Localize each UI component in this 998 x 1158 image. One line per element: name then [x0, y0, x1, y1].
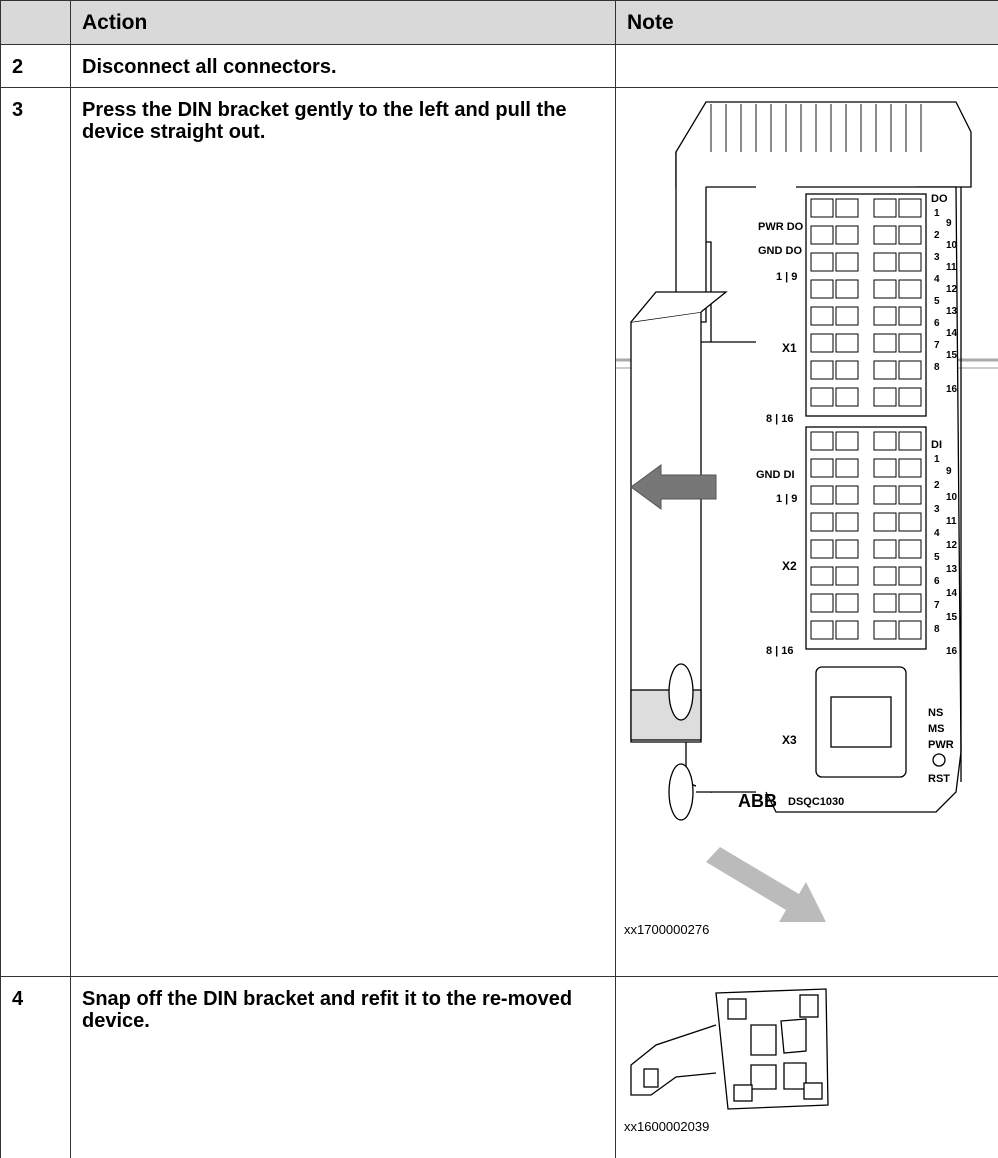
step-number: 4: [1, 977, 71, 1158]
action-text: Snap off the DIN bracket and refit it to…: [71, 977, 616, 1158]
label-gnd-di: GND DI: [756, 469, 795, 481]
svg-text:10: 10: [946, 492, 958, 503]
action-text: Disconnect all connectors.: [71, 45, 616, 88]
table-row: 3 Press the DIN bracket gently to the le…: [1, 88, 998, 977]
table-header-row: Action Note: [1, 1, 998, 45]
label-pin-bottom-di: 8 | 16: [766, 645, 794, 657]
header-action: Action: [71, 1, 616, 45]
svg-text:1: 1: [934, 454, 940, 465]
note-cell-empty: [616, 45, 998, 88]
svg-text:16: 16: [946, 646, 958, 657]
label-di: DI: [931, 439, 942, 451]
label-x1: X1: [782, 341, 797, 355]
label-x3: X3: [782, 733, 797, 747]
header-step: [1, 1, 71, 45]
label-rst: RST: [928, 773, 950, 785]
svg-text:12: 12: [946, 540, 958, 551]
step-number: 2: [1, 45, 71, 88]
svg-text:8: 8: [934, 624, 940, 635]
svg-text:6: 6: [934, 576, 940, 587]
svg-text:1: 1: [934, 208, 940, 219]
label-gnd-do: GND DO: [758, 245, 802, 257]
device-removal-illustration: DO PWR DO GND DO 1 | 9 X1 8 | 16 DI GND …: [616, 92, 998, 922]
action-text: Press the DIN bracket gently to the left…: [71, 88, 616, 977]
svg-text:7: 7: [934, 600, 940, 611]
svg-text:13: 13: [946, 306, 958, 317]
svg-text:4: 4: [934, 528, 940, 539]
svg-text:4: 4: [934, 274, 940, 285]
label-do: DO: [931, 193, 948, 205]
svg-text:3: 3: [934, 504, 940, 515]
figure-id: xx1700000276: [616, 922, 998, 937]
table-row: 2 Disconnect all connectors.: [1, 45, 998, 88]
label-pwr-do: PWR DO: [758, 221, 804, 233]
label-ms: MS: [928, 723, 945, 735]
svg-text:14: 14: [946, 588, 958, 599]
svg-text:13: 13: [946, 564, 958, 575]
label-ns: NS: [928, 707, 943, 719]
label-pin-top-di: 1 | 9: [776, 493, 797, 505]
label-model: DSQC1030: [788, 796, 844, 808]
svg-text:2: 2: [934, 480, 940, 491]
step-number: 3: [1, 88, 71, 977]
note-cell-figure: xx1600002039: [616, 977, 998, 1158]
svg-text:12: 12: [946, 284, 958, 295]
svg-text:9: 9: [946, 218, 952, 229]
note-cell-figure: DO PWR DO GND DO 1 | 9 X1 8 | 16 DI GND …: [616, 88, 998, 977]
din-bracket-illustration: [616, 985, 856, 1113]
header-note: Note: [616, 1, 998, 45]
figure-id: xx1600002039: [616, 1119, 998, 1134]
svg-text:7: 7: [934, 340, 940, 351]
svg-text:5: 5: [934, 296, 940, 307]
label-pwr: PWR: [928, 739, 954, 751]
svg-text:11: 11: [946, 262, 957, 273]
label-pin-top-do: 1 | 9: [776, 271, 797, 283]
svg-text:8: 8: [934, 362, 940, 373]
svg-text:15: 15: [946, 350, 958, 361]
svg-text:9: 9: [946, 466, 952, 477]
abb-logo-text: ABB: [738, 791, 777, 811]
svg-text:10: 10: [946, 240, 958, 251]
label-x2: X2: [782, 559, 797, 573]
svg-text:11: 11: [946, 516, 957, 527]
table-row: 4 Snap off the DIN bracket and refit it …: [1, 977, 998, 1158]
label-pin-bottom-do: 8 | 16: [766, 413, 794, 425]
svg-text:5: 5: [934, 552, 940, 563]
svg-text:14: 14: [946, 328, 958, 339]
svg-text:2: 2: [934, 230, 940, 241]
svg-text:16: 16: [946, 384, 958, 395]
svg-text:3: 3: [934, 252, 940, 263]
svg-text:6: 6: [934, 318, 940, 329]
svg-text:15: 15: [946, 612, 958, 623]
